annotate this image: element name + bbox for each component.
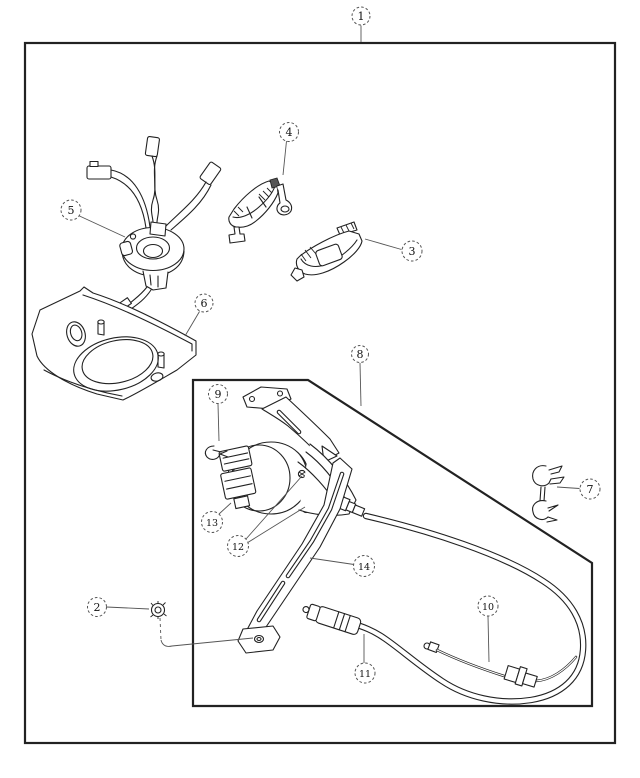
callout-7-label: 7 bbox=[587, 483, 594, 496]
callout-8-leader bbox=[359, 362, 362, 407]
switch-left-drawing bbox=[228, 177, 293, 244]
callout-2: 2 bbox=[87, 597, 107, 617]
wire-connector-middle bbox=[144, 136, 160, 158]
servo-drawing bbox=[218, 386, 366, 517]
callout-10-leader bbox=[487, 615, 490, 663]
callout-3: 3 bbox=[401, 240, 423, 262]
callout-9: 9 bbox=[208, 384, 228, 404]
inner-assembly-box bbox=[191, 378, 594, 708]
callout-7-leader bbox=[556, 486, 580, 489]
callout-14-label: 14 bbox=[358, 562, 370, 573]
callout-11: 11 bbox=[354, 662, 376, 684]
servo-connector-drawing bbox=[218, 445, 257, 510]
callout-5: 5 bbox=[60, 199, 82, 221]
callout-5-label: 5 bbox=[68, 204, 75, 217]
callout-8: 8 bbox=[351, 345, 369, 363]
callout-12-label: 12 bbox=[232, 542, 244, 553]
callout-7: 7 bbox=[579, 478, 601, 500]
callout-6-leader bbox=[184, 311, 200, 337]
mounting-bracket-drawing bbox=[237, 457, 353, 654]
cable-connector-drawing bbox=[302, 603, 362, 635]
callout-4-leader bbox=[282, 140, 287, 176]
callout-11-label: 11 bbox=[359, 669, 371, 680]
clockspring-drawing bbox=[86, 136, 222, 310]
wire-connector-left bbox=[86, 165, 112, 180]
outer-border bbox=[23, 41, 617, 745]
pin-clip-drawing bbox=[204, 445, 229, 460]
callout-14-leader bbox=[309, 557, 355, 565]
callout-6: 6 bbox=[194, 293, 214, 313]
nut-to-bracket-leader bbox=[160, 637, 254, 647]
nut-drawing bbox=[150, 601, 167, 619]
callout-8-label: 8 bbox=[357, 348, 364, 361]
callout-13-leader bbox=[218, 502, 232, 515]
callout-2-label: 2 bbox=[94, 601, 101, 614]
callout-12-leaders bbox=[245, 475, 306, 544]
callout-3-label: 3 bbox=[409, 245, 416, 258]
cable-clip-drawing bbox=[532, 465, 565, 523]
callout-4-label: 4 bbox=[286, 126, 293, 139]
switch-right-drawing bbox=[290, 221, 363, 282]
nut-alignment-dash bbox=[159, 617, 162, 641]
callout-12: 12 bbox=[227, 535, 249, 557]
callout-3-leader bbox=[364, 238, 402, 250]
callout-14: 14 bbox=[353, 555, 375, 577]
callout-10: 10 bbox=[477, 595, 499, 617]
callout-9-label: 9 bbox=[215, 388, 222, 401]
cable-adjuster bbox=[503, 665, 538, 688]
callout-13: 13 bbox=[201, 511, 223, 533]
callout-5-leader bbox=[79, 215, 126, 238]
callout-13-label: 13 bbox=[206, 518, 218, 529]
callout-1-label: 1 bbox=[358, 10, 365, 23]
callout-1: 1 bbox=[351, 6, 371, 26]
callout-10-label: 10 bbox=[482, 602, 494, 613]
wire-connector-right bbox=[199, 161, 222, 185]
callout-9-leader bbox=[217, 403, 220, 442]
callout-4: 4 bbox=[279, 122, 299, 142]
cable-drawing bbox=[302, 512, 587, 705]
column-shroud-drawing bbox=[31, 286, 197, 401]
callout-6-label: 6 bbox=[201, 297, 208, 310]
callout-2-leader bbox=[106, 606, 150, 610]
